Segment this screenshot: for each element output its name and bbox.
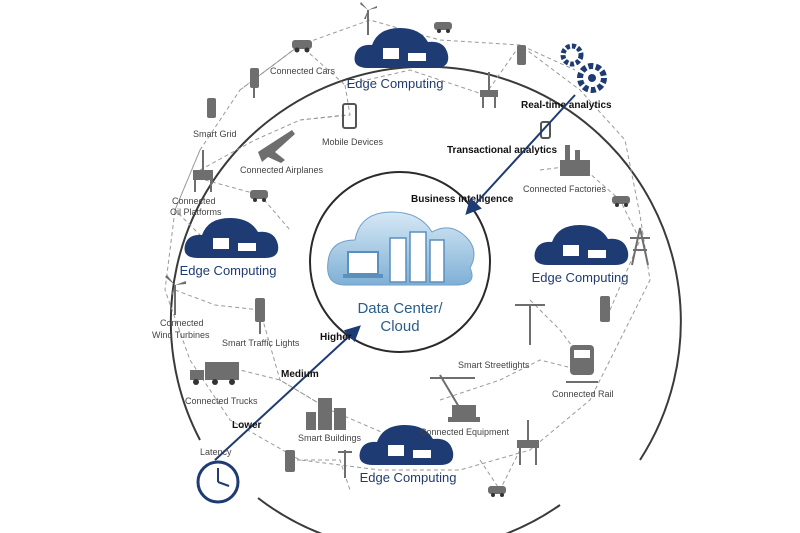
laptop-icon — [563, 245, 579, 256]
airplane-icon — [258, 130, 295, 163]
train-icon — [566, 345, 598, 383]
center-label-line1: Data Center/ — [357, 300, 443, 317]
latency-arrow — [214, 325, 361, 461]
traffic-light-icon — [600, 296, 610, 322]
edge-node-top: Edge Computing — [347, 28, 449, 91]
label-latency-title: Latency — [200, 447, 232, 457]
label-connected-wind-turbines-2: Wind Turbines — [152, 330, 210, 340]
car-icon — [612, 196, 630, 207]
edge-label-top: Edge Computing — [347, 76, 444, 91]
edge-node-bottom: Edge Computing — [359, 425, 457, 485]
power-tower-icon — [630, 227, 650, 266]
edge-label-bottom: Edge Computing — [360, 470, 457, 485]
wind-turbine-icon-top — [360, 2, 377, 35]
car-icon — [434, 22, 452, 33]
label-connected-equipment: Connected Equipment — [420, 427, 510, 437]
network-lines — [164, 19, 651, 491]
car-icon — [488, 486, 506, 497]
label-connected-oil-platforms-1: Connected — [172, 196, 216, 206]
traffic-light-icon — [207, 98, 216, 118]
router-icon — [238, 243, 256, 251]
truck-icon — [190, 362, 239, 385]
gear-icon — [560, 43, 607, 93]
label-smart-buildings: Smart Buildings — [298, 433, 362, 443]
car-icon — [250, 190, 268, 202]
label-connected-oil-platforms-2: Oil Platforms — [170, 207, 222, 217]
server-rack-icon — [389, 231, 445, 283]
streetlight-icon — [515, 304, 545, 345]
laptop-icon — [388, 445, 404, 456]
label-connected-rail: Connected Rail — [552, 389, 614, 399]
oil-platform-icon — [517, 420, 539, 465]
building-icon — [306, 398, 346, 430]
car-icon — [292, 40, 312, 53]
mobile-phone-icon — [342, 103, 357, 129]
oil-platform-icon — [480, 72, 498, 108]
router-icon — [588, 250, 606, 258]
router-icon — [408, 53, 426, 61]
analytics-arrow — [465, 94, 576, 215]
label-mobile-devices: Mobile Devices — [322, 137, 384, 147]
wind-turbine-icon — [165, 275, 186, 315]
crane-icon — [430, 374, 480, 422]
laptop-icon — [383, 48, 399, 59]
clock-icon — [196, 460, 240, 504]
label-latency-lower: Lower — [232, 420, 262, 431]
edge-node-right: Edge Computing — [532, 225, 629, 285]
traffic-light-icon — [285, 450, 295, 472]
mobile-phone-icon — [540, 121, 551, 139]
traffic-light-icon — [255, 298, 265, 334]
center-label-line2: Cloud — [380, 318, 419, 335]
edge-node-left: Edge Computing — [180, 218, 279, 278]
router-icon — [413, 450, 431, 458]
label-latency-higher: Higher — [320, 332, 352, 343]
edge-label-left: Edge Computing — [180, 263, 277, 278]
label-smart-streetlights: Smart Streetlights — [458, 360, 530, 370]
traffic-light-icon — [517, 45, 526, 65]
label-connected-wind-turbines-1: Connected — [160, 318, 204, 328]
oil-platform-icon — [193, 150, 213, 192]
label-transactional-analytics: Transactional analytics — [447, 145, 557, 156]
label-business-intelligence: Business intelligence — [411, 194, 514, 205]
streetlight-icon — [338, 450, 352, 478]
label-latency-medium: Medium — [281, 369, 319, 380]
traffic-light-icon — [250, 68, 259, 98]
label-connected-airplanes: Connected Airplanes — [240, 165, 324, 175]
edge-label-right: Edge Computing — [532, 270, 629, 285]
label-smart-grid: Smart Grid — [193, 129, 237, 139]
label-connected-factories: Connected Factories — [523, 184, 607, 194]
label-connected-trucks: Connected Trucks — [185, 396, 258, 406]
laptop-icon — [213, 238, 229, 249]
label-connected-cars: Connected Cars — [270, 66, 336, 76]
laptop-icon — [343, 251, 383, 278]
label-smart-traffic-lights: Smart Traffic Lights — [222, 338, 300, 348]
data-center-cloud: Data Center/ Cloud — [327, 211, 475, 335]
factory-icon — [560, 145, 590, 176]
